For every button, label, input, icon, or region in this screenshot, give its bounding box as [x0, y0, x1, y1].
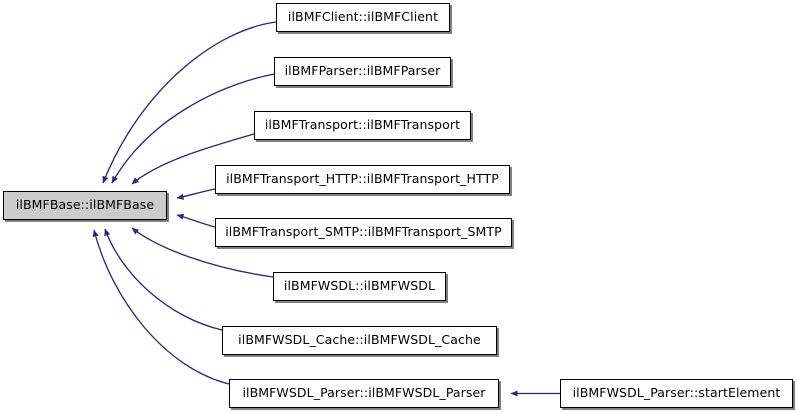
edge-client-to-root	[102, 21, 277, 184]
node-ilbmfbase[interactable]: ilBMFBase::ilBMFBase	[3, 191, 167, 220]
node-label: ilBMFTransport_HTTP::ilBMFTransport_HTTP	[226, 171, 499, 187]
edge-wsdl-parser-to-root	[92, 229, 230, 385]
node-ilbmfclient[interactable]: ilBMFClient::ilBMFClient	[276, 3, 450, 32]
edge-transport-to-root	[131, 133, 255, 185]
node-ilbmftransport-smtp[interactable]: ilBMFTransport_SMTP::ilBMFTransport_SMTP	[215, 218, 512, 247]
node-ilbmfwsdl-parser[interactable]: ilBMFWSDL_Parser::ilBMFWSDL_Parser	[229, 379, 499, 408]
edge-wsdl-cache-to-root	[104, 228, 223, 331]
edge-transport-smtp-to-root	[176, 213, 216, 228]
edge-parser-to-root	[111, 73, 275, 184]
node-ilbmfwsdl-cache[interactable]: ilBMFWSDL_Cache::ilBMFWSDL_Cache	[222, 326, 497, 355]
node-label: ilBMFWSDL_Cache::ilBMFWSDL_Cache	[238, 332, 481, 348]
node-label: ilBMFClient::ilBMFClient	[287, 9, 439, 25]
node-ilbmftransport-http[interactable]: ilBMFTransport_HTTP::ilBMFTransport_HTTP	[215, 165, 510, 194]
node-ilbmfparser[interactable]: ilBMFParser::ilBMFParser	[274, 57, 451, 86]
edge-transport-http-to-root	[176, 188, 216, 200]
node-label: ilBMFWSDL_Parser::ilBMFWSDL_Parser	[242, 385, 486, 401]
node-label: ilBMFWSDL_Parser::startElement	[572, 385, 781, 401]
edge-wsdl-to-root	[131, 227, 274, 278]
node-label: ilBMFBase::ilBMFBase	[15, 197, 155, 213]
node-label: ilBMFTransport_SMTP::ilBMFTransport_SMTP	[225, 224, 502, 240]
node-label: ilBMFWSDL::ilBMFWSDL	[283, 278, 436, 294]
node-label: ilBMFParser::ilBMFParser	[284, 63, 441, 79]
node-ilbmftransport[interactable]: ilBMFTransport::ilBMFTransport	[254, 111, 471, 140]
node-label: ilBMFTransport::ilBMFTransport	[264, 117, 461, 133]
node-ilbmfwsdl-parser-startelement[interactable]: ilBMFWSDL_Parser::startElement	[560, 379, 793, 408]
node-ilbmfwsdl[interactable]: ilBMFWSDL::ilBMFWSDL	[273, 272, 446, 301]
